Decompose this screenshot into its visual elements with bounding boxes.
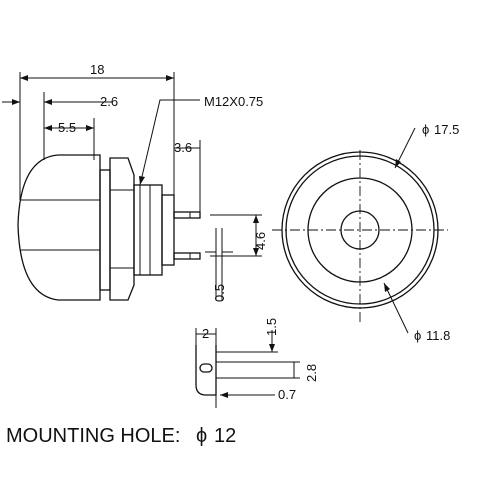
dim-arrows-2-6 [12,99,52,105]
mounting-hole-diameter: 12 [214,425,236,447]
hex-nut [109,157,135,301]
dim-terminal-width: 2 [202,326,209,341]
threaded-body [133,184,163,276]
mounting-hole-label: MOUNTING HOLE: [6,425,180,447]
outer-diameter-phi: ϕ [422,122,429,137]
inner-diameter-phi: ϕ [414,328,421,343]
thread-spec: M12X0.75 [204,94,263,109]
flange [99,169,111,291]
dim-terminal-thickness: 0.5 [212,284,227,302]
leader-inner-diameter-arrow [384,283,390,292]
dim-overall-length: 18 [90,62,104,77]
dim-arrow-hole-offset [269,344,275,352]
terminal-hole [199,363,213,373]
terminal-lower [173,252,201,260]
dim-5-5-label: 5.5 [58,120,76,135]
leader-inner-diameter [383,282,409,334]
dim-hole-offset: 1.5 [264,318,279,336]
terminal-blade [195,345,217,396]
dome-cap-outline [17,154,101,301]
terminal-detail: 2 1.5 2.8 0.7 [195,318,319,408]
thread-leader [139,99,200,186]
outer-diameter-value: 17.5 [434,122,459,137]
inner-diameter-value: 11.8 [426,328,450,343]
mounting-hole-phi: ϕ [196,425,207,447]
dim-arrow-thickness-0-7 [220,392,228,398]
dim-terminal-height: 2.8 [304,364,319,382]
dim-3-6-label: 3.6 [174,140,192,155]
dim-terminal-thickness-detail: 0.7 [278,387,296,402]
front-view: ϕ 17.5 ϕ 11.8 [272,122,459,343]
dim-2-6-label: 2.6 [100,94,118,109]
footer-note: MOUNTING HOLE: ϕ 12 [6,425,236,447]
thread-leader-arrow [139,176,145,185]
dim-terminal-pitch: 4.6 [253,232,268,250]
side-view: 18 2.6 5.5 3.6 M12X0.75 4.6 0.5 [2,62,268,302]
rear-base [161,194,175,266]
terminal-upper [173,211,201,219]
leader-outer-diameter-arrow [395,159,401,168]
